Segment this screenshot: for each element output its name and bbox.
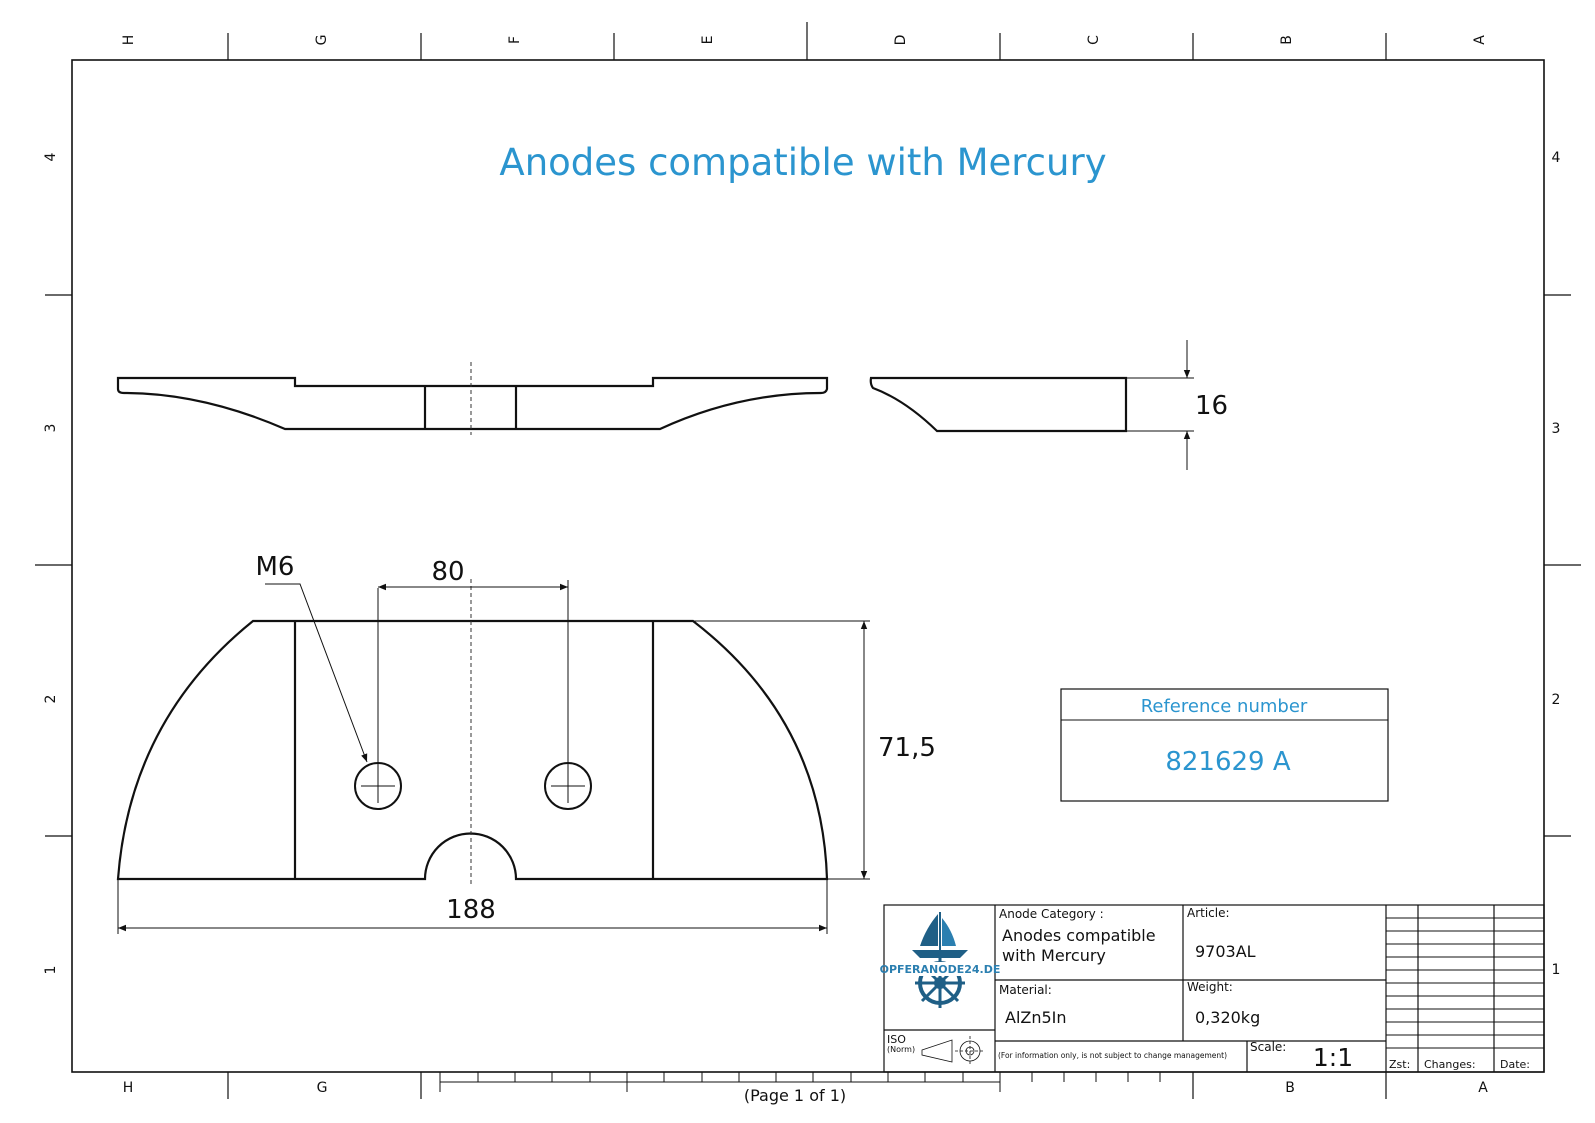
height-dimension xyxy=(1126,340,1194,470)
top-view xyxy=(116,619,829,881)
zone-col-label: C xyxy=(1086,35,1102,45)
zone-row-label: 2 xyxy=(1552,692,1561,708)
front-view xyxy=(116,376,829,431)
zone-row-label: 1 xyxy=(1552,962,1561,978)
top-zone-dividers xyxy=(227,22,1387,60)
date-label: Date: xyxy=(1500,1058,1530,1071)
zone-col-label: G xyxy=(314,35,330,46)
weight-value: 0,320kg xyxy=(1195,1008,1260,1027)
material-label: Material: xyxy=(999,983,1052,997)
top-zone-labels: H G F E D C B A xyxy=(121,35,1488,46)
material-value: AlZn5In xyxy=(1005,1008,1067,1027)
revision-rows xyxy=(1386,917,1544,1049)
article-value: 9703AL xyxy=(1195,942,1256,961)
zone-row-label: 2 xyxy=(43,695,59,704)
changes-label: Changes: xyxy=(1424,1058,1476,1071)
title-block-grid xyxy=(883,904,1545,1073)
drawing-title: Anodes compatible with Mercury xyxy=(499,141,1106,184)
left-zone-labels: 4 3 2 1 xyxy=(43,152,59,974)
norm-label: (Norm) xyxy=(887,1045,915,1054)
dim-thread-label: M6 xyxy=(256,552,295,582)
zst-label: Zst: xyxy=(1389,1058,1410,1071)
zone-col-label: B xyxy=(1279,35,1295,45)
side-view xyxy=(869,376,1128,433)
zone-col-label: G xyxy=(317,1080,328,1096)
zone-col-label: D xyxy=(893,35,909,46)
length-dimension xyxy=(117,879,828,934)
reference-box: Reference number 821629 A xyxy=(1060,688,1389,802)
category-line2: with Mercury xyxy=(1002,946,1106,965)
dim-height-label: 16 xyxy=(1195,391,1228,421)
zone-col-label: B xyxy=(1285,1080,1295,1096)
zone-col-label: A xyxy=(1472,35,1488,45)
page-label: (Page 1 of 1) xyxy=(744,1086,846,1105)
zone-col-label: F xyxy=(507,36,523,44)
weight-label: Weight: xyxy=(1187,980,1233,994)
disclaimer: (For information only, is not subject to… xyxy=(998,1051,1227,1060)
thread-leader xyxy=(265,583,368,763)
logo-text: OPFERANODE24.DE xyxy=(880,963,1001,976)
bottom-zone-labels: H G B A xyxy=(123,1080,1488,1096)
dim-depth-label: 71,5 xyxy=(878,733,936,763)
scale-label: Scale: xyxy=(1250,1040,1286,1054)
zone-col-label: A xyxy=(1478,1080,1488,1096)
reference-value: 821629 A xyxy=(1165,747,1291,777)
hole-crosshairs xyxy=(361,580,585,803)
projection-symbol xyxy=(921,1036,985,1066)
dim-hole-spacing-label: 80 xyxy=(431,557,464,587)
category-line1: Anodes compatible xyxy=(1002,926,1156,945)
zone-row-label: 4 xyxy=(43,152,59,161)
dim-length-label: 188 xyxy=(446,895,496,925)
iso-label: ISO xyxy=(887,1033,906,1046)
zone-row-label: 3 xyxy=(43,424,59,433)
zone-row-label: 1 xyxy=(43,966,59,975)
side-zone-dividers xyxy=(35,294,1581,837)
zone-col-label: H xyxy=(123,1080,134,1096)
zone-row-label: 3 xyxy=(1552,421,1561,437)
zone-col-label: H xyxy=(121,35,137,46)
article-label: Article: xyxy=(1187,906,1230,920)
depth-dimension xyxy=(693,620,870,880)
right-zone-labels: 4 3 2 1 xyxy=(1552,150,1561,978)
zone-col-label: E xyxy=(700,36,716,45)
scale-value: 1:1 xyxy=(1313,1043,1353,1072)
company-logo: OPFERANODE24.DE xyxy=(880,912,1001,1008)
bottom-zone-dividers xyxy=(227,1072,1387,1099)
category-label: Anode Category : xyxy=(999,907,1104,921)
reference-label: Reference number xyxy=(1141,696,1308,717)
zone-row-label: 4 xyxy=(1552,150,1561,166)
